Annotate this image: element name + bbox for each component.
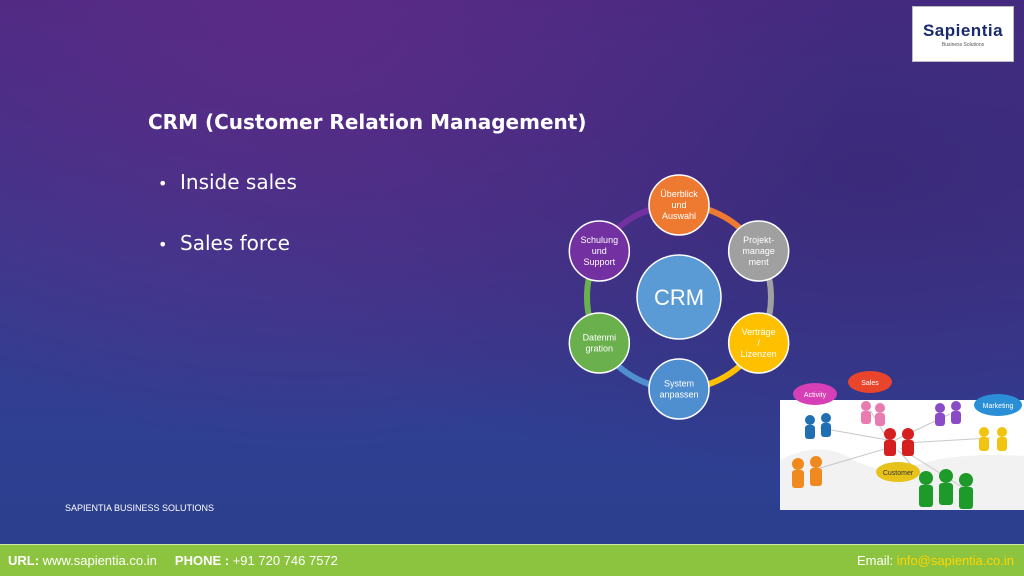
bullet-dot-icon: •: [158, 174, 168, 193]
bullet-list: • Inside sales • Sales force: [158, 170, 297, 292]
crm-cycle-diagram: ÜberblickundAuswahlProjekt-managementVer…: [568, 174, 790, 420]
cycle-node-label: Verträge: [742, 327, 776, 337]
email-link[interactable]: info@sapientia.co.in: [896, 553, 1014, 568]
cycle-node-label: ment: [749, 257, 770, 267]
cycle-node-label: Lizenzen: [741, 349, 777, 359]
cycle-node-label: anpassen: [659, 390, 698, 400]
contact-right: Email: info@sapientia.co.in: [857, 553, 1014, 568]
bubble-sales-label: Sales: [861, 380, 879, 387]
bubble-sales: Sales: [848, 371, 892, 393]
contact-bar: URL: www.sapientia.co.in PHONE : +91 720…: [0, 544, 1024, 576]
cycle-node-label: und: [671, 200, 686, 210]
phone-label: PHONE :: [174, 553, 230, 568]
email-label: Email:: [856, 553, 894, 568]
cycle-node-label: Support: [584, 257, 616, 267]
cycle-node-label: Schulung: [581, 235, 619, 245]
cycle-node-label: Projekt-: [743, 235, 774, 245]
cycle-node-label: /: [757, 338, 760, 348]
cycle-node-label: Datenmi: [583, 333, 617, 343]
cycle-node-label: und: [592, 246, 607, 256]
url-label: URL:: [8, 553, 40, 568]
crm-center-label: CRM: [654, 285, 704, 310]
bubble-marketing-label: Marketing: [983, 403, 1014, 410]
bubble-marketing: Marketing: [974, 394, 1022, 416]
url-link[interactable]: www.sapientia.co.in: [42, 553, 157, 568]
bullet-item: • Sales force: [158, 231, 297, 292]
bullet-text: Sales force: [180, 231, 290, 255]
cycle-node-circle: [568, 220, 631, 282]
cycle-node-circle: [568, 312, 631, 374]
cycle-node-circle: [727, 312, 790, 374]
logo-tagline: Business Solutions: [941, 41, 985, 48]
cycle-node-label: manage: [742, 246, 775, 256]
phone-number: +91 720 746 7572: [232, 553, 338, 568]
bullet-dot-icon: •: [158, 235, 168, 254]
bubble-activity-label: Activity: [804, 392, 827, 399]
company-logo: Sapientia Business Solutions: [912, 6, 1014, 62]
bubble-activity: Activity: [793, 383, 837, 405]
bubble-customer-label: Customer: [883, 470, 914, 477]
cycle-node-label: Auswahl: [662, 211, 696, 221]
people-icons: [792, 401, 1007, 509]
cycle-node-label: Überblick: [660, 189, 698, 199]
cycle-node-label: System: [664, 379, 694, 389]
logo-name: Sapientia: [922, 20, 1004, 40]
people-network-illustration: Activity Sales Marketing Customer: [780, 371, 1024, 510]
cycle-node-circle: [648, 358, 710, 420]
cycle-node-label: gration: [586, 344, 614, 354]
cycle-node: Verträge/Lizenzen: [727, 312, 790, 374]
bullet-text: Inside sales: [180, 170, 297, 194]
slide-title: CRM (Customer Relation Management): [148, 110, 587, 134]
company-footer-text: SAPIENTIA BUSINESS SOLUTIONS: [65, 503, 215, 513]
crm-center-circle: [636, 254, 722, 340]
contact-left: URL: www.sapientia.co.in PHONE : +91 720…: [8, 553, 338, 568]
bullet-item: • Inside sales: [158, 170, 297, 231]
cycle-node-circle: [727, 220, 790, 282]
cycle-node-circle: [648, 174, 710, 236]
bubble-customer: Customer: [876, 462, 920, 482]
